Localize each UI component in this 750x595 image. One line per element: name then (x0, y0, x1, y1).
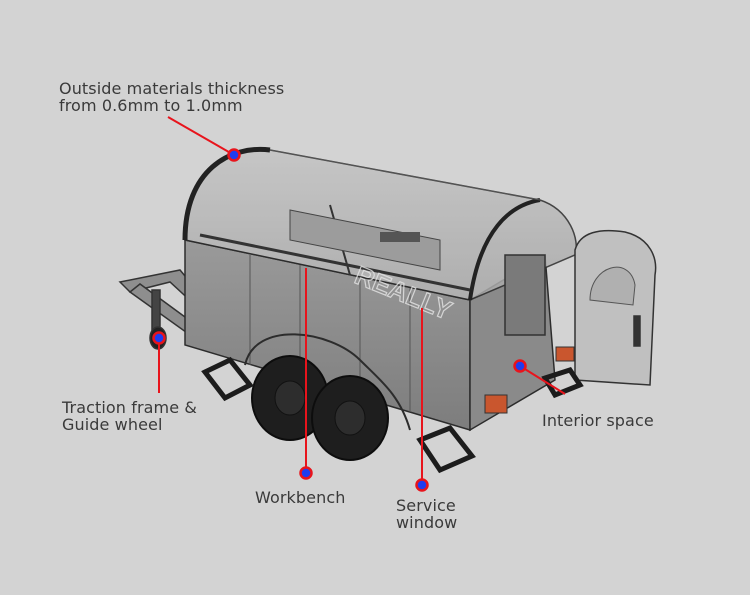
callout-traction-frame: Traction frame & Guide wheel (62, 398, 197, 434)
callout-service-window: Service window (396, 496, 458, 532)
callout-workbench: Workbench (255, 488, 346, 507)
rear-door (574, 229, 657, 386)
marker-interior-space (513, 359, 527, 373)
callout-outside-materials: Outside materials thickness from 0.6mm t… (59, 79, 285, 115)
wheels (251, 355, 389, 461)
stabilizer-jacks (201, 356, 584, 474)
marker-traction-frame (152, 331, 166, 345)
marker-workbench (299, 466, 313, 480)
marker-outside-materials (227, 148, 241, 162)
trailer-body (182, 146, 577, 432)
leader-lines (158, 116, 566, 485)
callout-markers (152, 148, 527, 492)
callout-interior-space: Interior space (542, 411, 654, 430)
marker-service-window (415, 478, 429, 492)
